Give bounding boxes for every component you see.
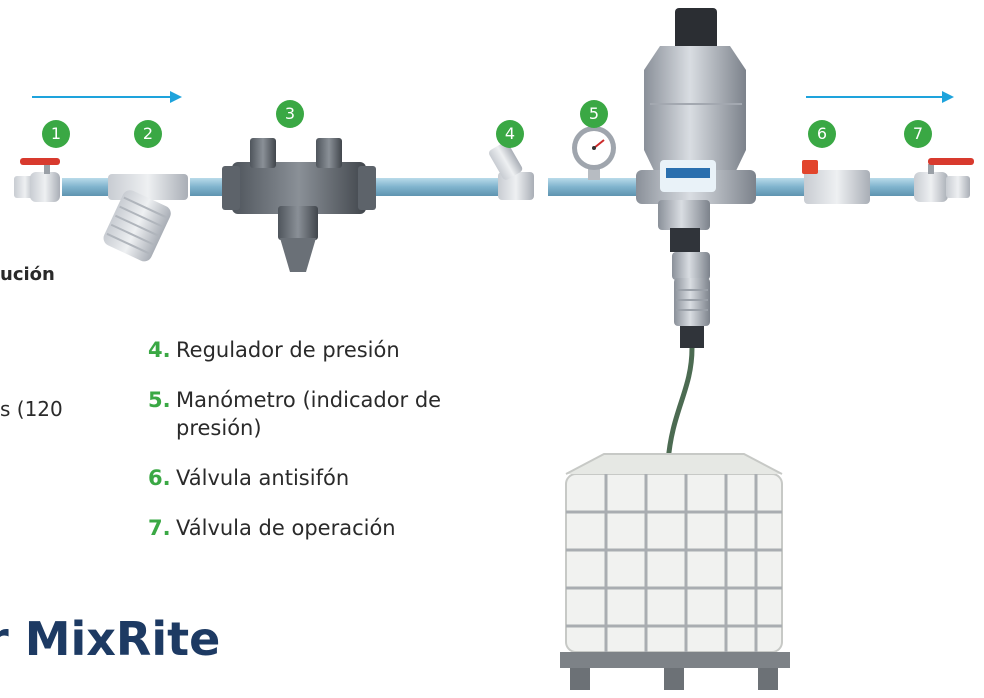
step-badge: 2 — [134, 120, 162, 148]
legend-item: 5. Manómetro (indicador de presión) — [148, 386, 528, 442]
legend-text: Válvula antisifón — [176, 466, 350, 490]
step-badge: 7 — [904, 120, 932, 148]
strainer-icon — [489, 142, 534, 200]
legend-number: 5. — [148, 388, 171, 412]
step-badge: 3 — [276, 100, 304, 128]
ball-valve-icon — [14, 158, 60, 202]
mixrite-pump-icon — [636, 8, 756, 463]
legend-item: 4. Regulador de presión — [148, 336, 528, 364]
legend-text: Manómetro (indicador de presión) — [176, 388, 442, 440]
pipe-segment — [62, 178, 110, 196]
step-badge: 6 — [808, 120, 836, 148]
component-legend: 4. Regulador de presión 5. Manómetro (in… — [148, 336, 528, 564]
pressure-gauge-icon — [572, 126, 616, 180]
ball-valve-icon — [914, 158, 974, 202]
legend-number: 7. — [148, 516, 171, 540]
filter-icon — [103, 174, 188, 262]
pipe-segment — [866, 178, 916, 196]
step-badge: 5 — [580, 100, 608, 128]
legend-number: 4. — [148, 338, 171, 362]
clipped-label: s (120 — [0, 397, 63, 421]
legend-number: 6. — [148, 466, 171, 490]
pipe-segment — [372, 178, 522, 196]
brand-heading: r MixRite — [0, 612, 221, 666]
pipe-segment — [548, 178, 638, 196]
ibc-tank-icon — [560, 453, 790, 690]
pressure-regulator-icon — [222, 138, 376, 272]
flow-arrow — [806, 91, 954, 103]
pipe-segment — [190, 178, 222, 196]
legend-item: 7. Válvula de operación — [148, 514, 528, 542]
step-badge: 4 — [496, 120, 524, 148]
clipped-label: ución — [0, 264, 55, 285]
pipe-segment — [742, 178, 808, 196]
flow-arrow — [32, 91, 182, 103]
legend-item: 6. Válvula antisifón — [148, 464, 528, 492]
step-badge: 1 — [42, 120, 70, 148]
legend-text: Regulador de presión — [176, 338, 400, 362]
anti-siphon-valve-icon — [802, 160, 870, 204]
legend-text: Válvula de operación — [176, 516, 396, 540]
